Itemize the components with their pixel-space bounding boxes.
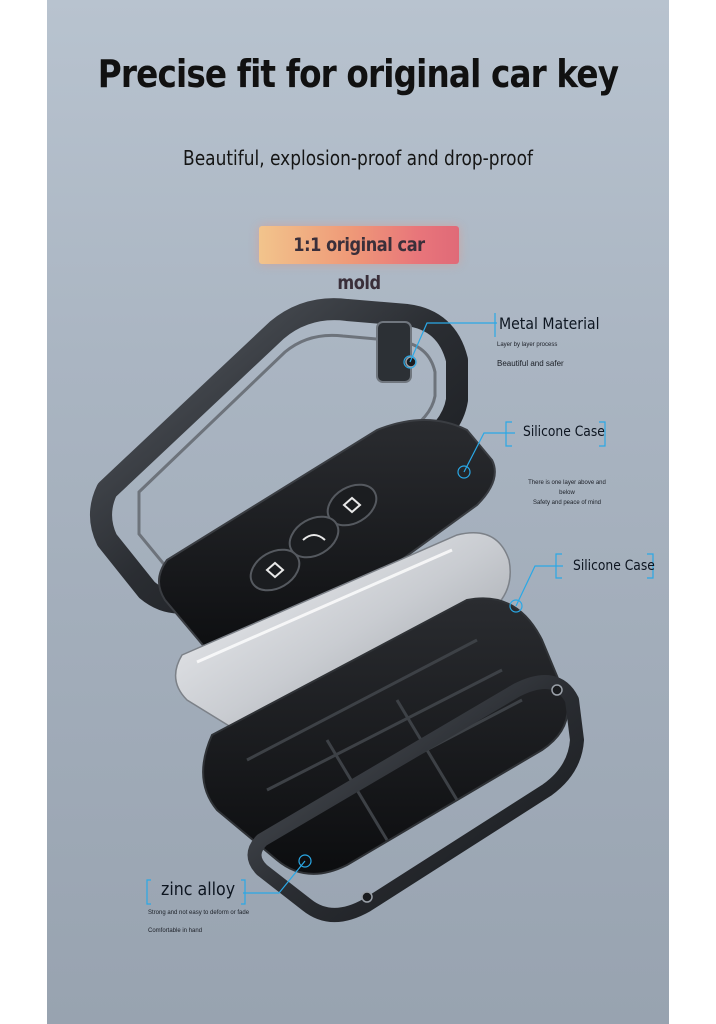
- callout-zinc-line2: Comfortable in hand: [148, 928, 203, 934]
- top-metal-frame: [90, 298, 468, 614]
- callout-silicone-upper-title: Silicone Case: [523, 424, 605, 440]
- callout-metal-line1: Layer by layer process: [497, 342, 558, 348]
- callout-silicone-lower-title: Silicone Case: [573, 558, 655, 574]
- exploded-key-case-illustration: [90, 298, 654, 922]
- callout-metal-title: Metal Material: [499, 314, 600, 333]
- bottom-zinc-frame: [247, 675, 584, 922]
- callout-silicone-upper-line1: There is one layer above and: [528, 480, 606, 486]
- mold-badge-label: 1:1 original car mold: [293, 234, 425, 294]
- product-panel: Precise fit for original car key Beautif…: [47, 0, 669, 1024]
- mold-badge: 1:1 original car mold: [259, 226, 459, 294]
- callout-zinc-line1: Strong and not easy to deform or fade: [148, 910, 250, 916]
- callout-silicone-upper-line2: below: [559, 490, 575, 496]
- callout-silicone-upper-line3: Safety and peace of mind: [532, 500, 602, 506]
- callout-zinc-title: zinc alloy: [161, 879, 236, 900]
- callout-metal-line2: Beautiful and safer: [497, 359, 564, 368]
- subheadline: Beautiful, explosion-proof and drop-proo…: [183, 146, 533, 170]
- callout-lines: [146, 313, 654, 905]
- bottom-shell: [202, 597, 569, 875]
- headline: Precise fit for original car key: [97, 52, 619, 96]
- black-key-shell: [158, 419, 496, 664]
